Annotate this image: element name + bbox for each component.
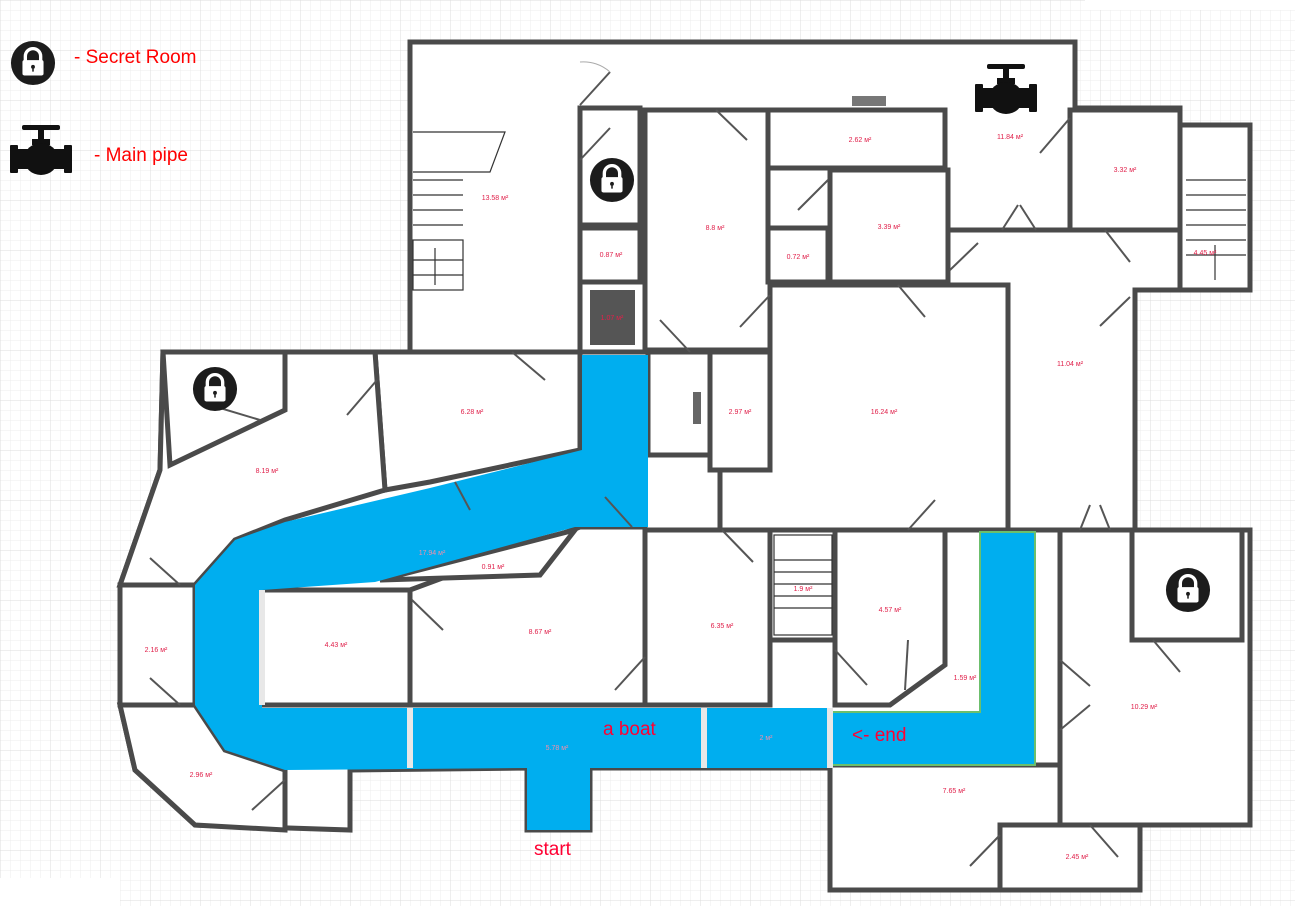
legend-main-pipe-label: - Main pipe <box>94 145 188 166</box>
start-annotation: start <box>534 839 572 860</box>
room-area-label: 2.62 м² <box>849 137 872 144</box>
room-area-label: 4.43 м² <box>325 642 348 649</box>
room-area-label: 8.8 м² <box>706 225 725 232</box>
room-area-label: 0.91 м² <box>482 564 505 571</box>
room-area-label: 3.39 м² <box>878 224 901 231</box>
room-area-label: 2 м² <box>760 735 774 742</box>
legend: - Secret Room - Main pipe <box>10 40 196 175</box>
room-area-label: 0.72 м² <box>787 254 810 261</box>
room-area-label: 2.96 м² <box>190 772 213 779</box>
blank-corner <box>1085 0 1295 10</box>
room-area-label: 8.19 м² <box>256 468 279 475</box>
room-area-label: 0.87 м² <box>600 252 623 259</box>
room-area-label: 6.35 м² <box>711 623 734 630</box>
room-area-label: 7.65 м² <box>943 788 966 795</box>
room-area-label: 1.59 м² <box>954 675 977 682</box>
room-area-label: 11.84 м² <box>997 134 1024 141</box>
channel-dividers <box>259 590 833 768</box>
room-area-label: 4.57 м² <box>879 607 902 614</box>
room-area-label: 1.9 м² <box>794 586 813 593</box>
blank-corner <box>0 878 120 906</box>
room-area-label: 5.78 м² <box>546 745 569 752</box>
staircase <box>412 96 1246 636</box>
lock-icon <box>10 40 56 86</box>
room-area-label: 8.67 м² <box>529 629 552 636</box>
room-area-label: 10.29 м² <box>1131 704 1158 711</box>
legend-secret-room-label: - Secret Room <box>74 47 196 68</box>
water-channel <box>195 355 830 830</box>
room-area-label: 6.28 м² <box>461 409 484 416</box>
lock-icon <box>1165 567 1211 613</box>
room-area-label: 4.45 м² <box>1194 250 1217 257</box>
room-area-label: 11.04 м² <box>1057 361 1084 368</box>
lock-icon <box>589 157 635 203</box>
room-area-label: 13.58 м² <box>482 195 509 202</box>
room-area-label: 2.45 м² <box>1066 854 1089 861</box>
doors <box>149 61 1181 867</box>
boat-annotation: a boat <box>603 719 657 740</box>
room-area-labels: 13.58 м² 0.87 м² 1.07 м² 8.8 м² 2.62 м² … <box>145 134 1217 861</box>
room-area-label: 17.94 м² <box>419 550 446 557</box>
lock-icon <box>192 366 238 412</box>
room-area-label: 2.97 м² <box>729 409 752 416</box>
end-annotation: <- end <box>852 725 906 746</box>
room-area-label: 3.32 м² <box>1114 167 1137 174</box>
room-area-label: 2.16 м² <box>145 647 168 654</box>
room-area-label: 16.24 м² <box>871 409 898 416</box>
room-area-label: 1.07 м² <box>601 315 624 322</box>
